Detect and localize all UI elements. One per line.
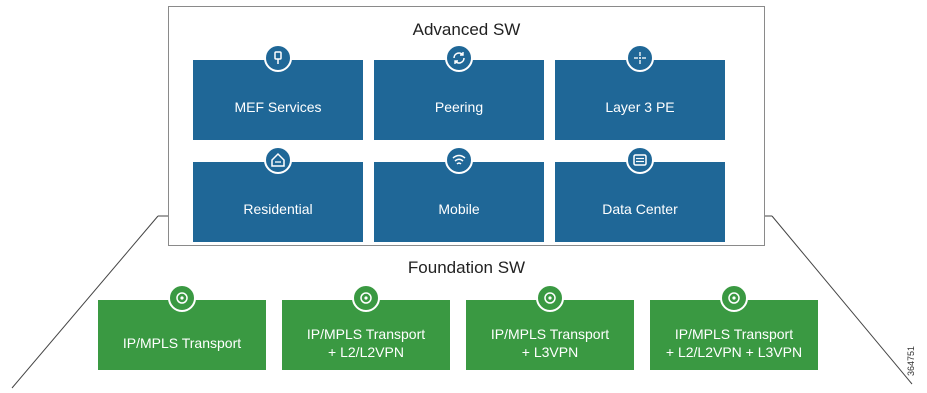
- tile-ip-mpls-l2vpn-l3vpn: IP/MPLS Transport + L2/L2VPN + L3VPN: [650, 284, 818, 370]
- target-icon: [352, 284, 380, 312]
- refresh-icon: [445, 44, 473, 72]
- crosshair-icon: [626, 44, 654, 72]
- tile-label: MEF Services: [234, 99, 322, 115]
- tile-label: IP/MPLS Transport + L3VPN: [490, 326, 610, 360]
- tile-residential: Residential: [193, 146, 363, 242]
- tile-layer3-pe: Layer 3 PE: [555, 44, 725, 140]
- figure-id: 364751: [906, 345, 916, 376]
- foundation-sw-title: Foundation SW: [407, 258, 526, 277]
- tile-data-center: Data Center: [555, 146, 725, 242]
- target-icon: [720, 284, 748, 312]
- tile-label: Residential: [243, 201, 313, 217]
- server-icon: [626, 146, 654, 174]
- target-icon: [536, 284, 564, 312]
- tile-mef-services: MEF Services: [193, 44, 363, 140]
- home-icon: [264, 146, 292, 174]
- tile-label: Mobile: [438, 201, 480, 217]
- tile-ip-mpls-l2vpn: IP/MPLS Transport + L2/L2VPN: [282, 284, 450, 370]
- target-icon: [168, 284, 196, 312]
- tile-ip-mpls-transport: IP/MPLS Transport: [98, 284, 266, 370]
- wifi-icon: [445, 146, 473, 174]
- tile-label: IP/MPLS Transport + L2/L2VPN + L3VPN: [665, 326, 803, 360]
- tile-label: Data Center: [602, 201, 678, 217]
- left-perspective-slope: [11, 215, 159, 389]
- tile-mobile: Mobile: [374, 146, 544, 242]
- tile-label: IP/MPLS Transport: [122, 335, 242, 351]
- tile-label: IP/MPLS Transport + L2/L2VPN: [306, 326, 426, 360]
- advanced-sw-title: Advanced SW: [412, 20, 521, 39]
- tile-label: Layer 3 PE: [605, 99, 675, 115]
- pin-icon: [264, 44, 292, 72]
- tile-label: Peering: [434, 99, 484, 115]
- right-perspective-slope: [771, 215, 913, 385]
- tile-peering: Peering: [374, 44, 544, 140]
- tile-ip-mpls-l3vpn: IP/MPLS Transport + L3VPN: [466, 284, 634, 370]
